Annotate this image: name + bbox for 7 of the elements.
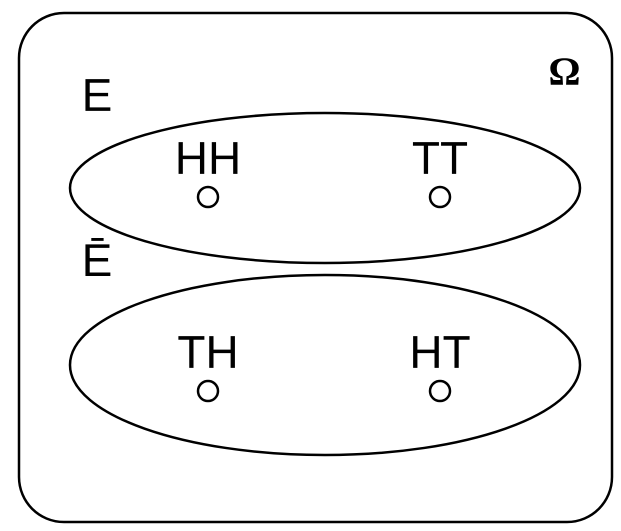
point-label: HT (413, 336, 470, 368)
set-label: Ē (85, 238, 110, 276)
set-label: E (85, 79, 110, 111)
point-label: TT (412, 142, 468, 174)
point-label: TH (178, 336, 235, 368)
point-label: HH (178, 142, 238, 174)
omega-label: Ω (550, 58, 579, 85)
